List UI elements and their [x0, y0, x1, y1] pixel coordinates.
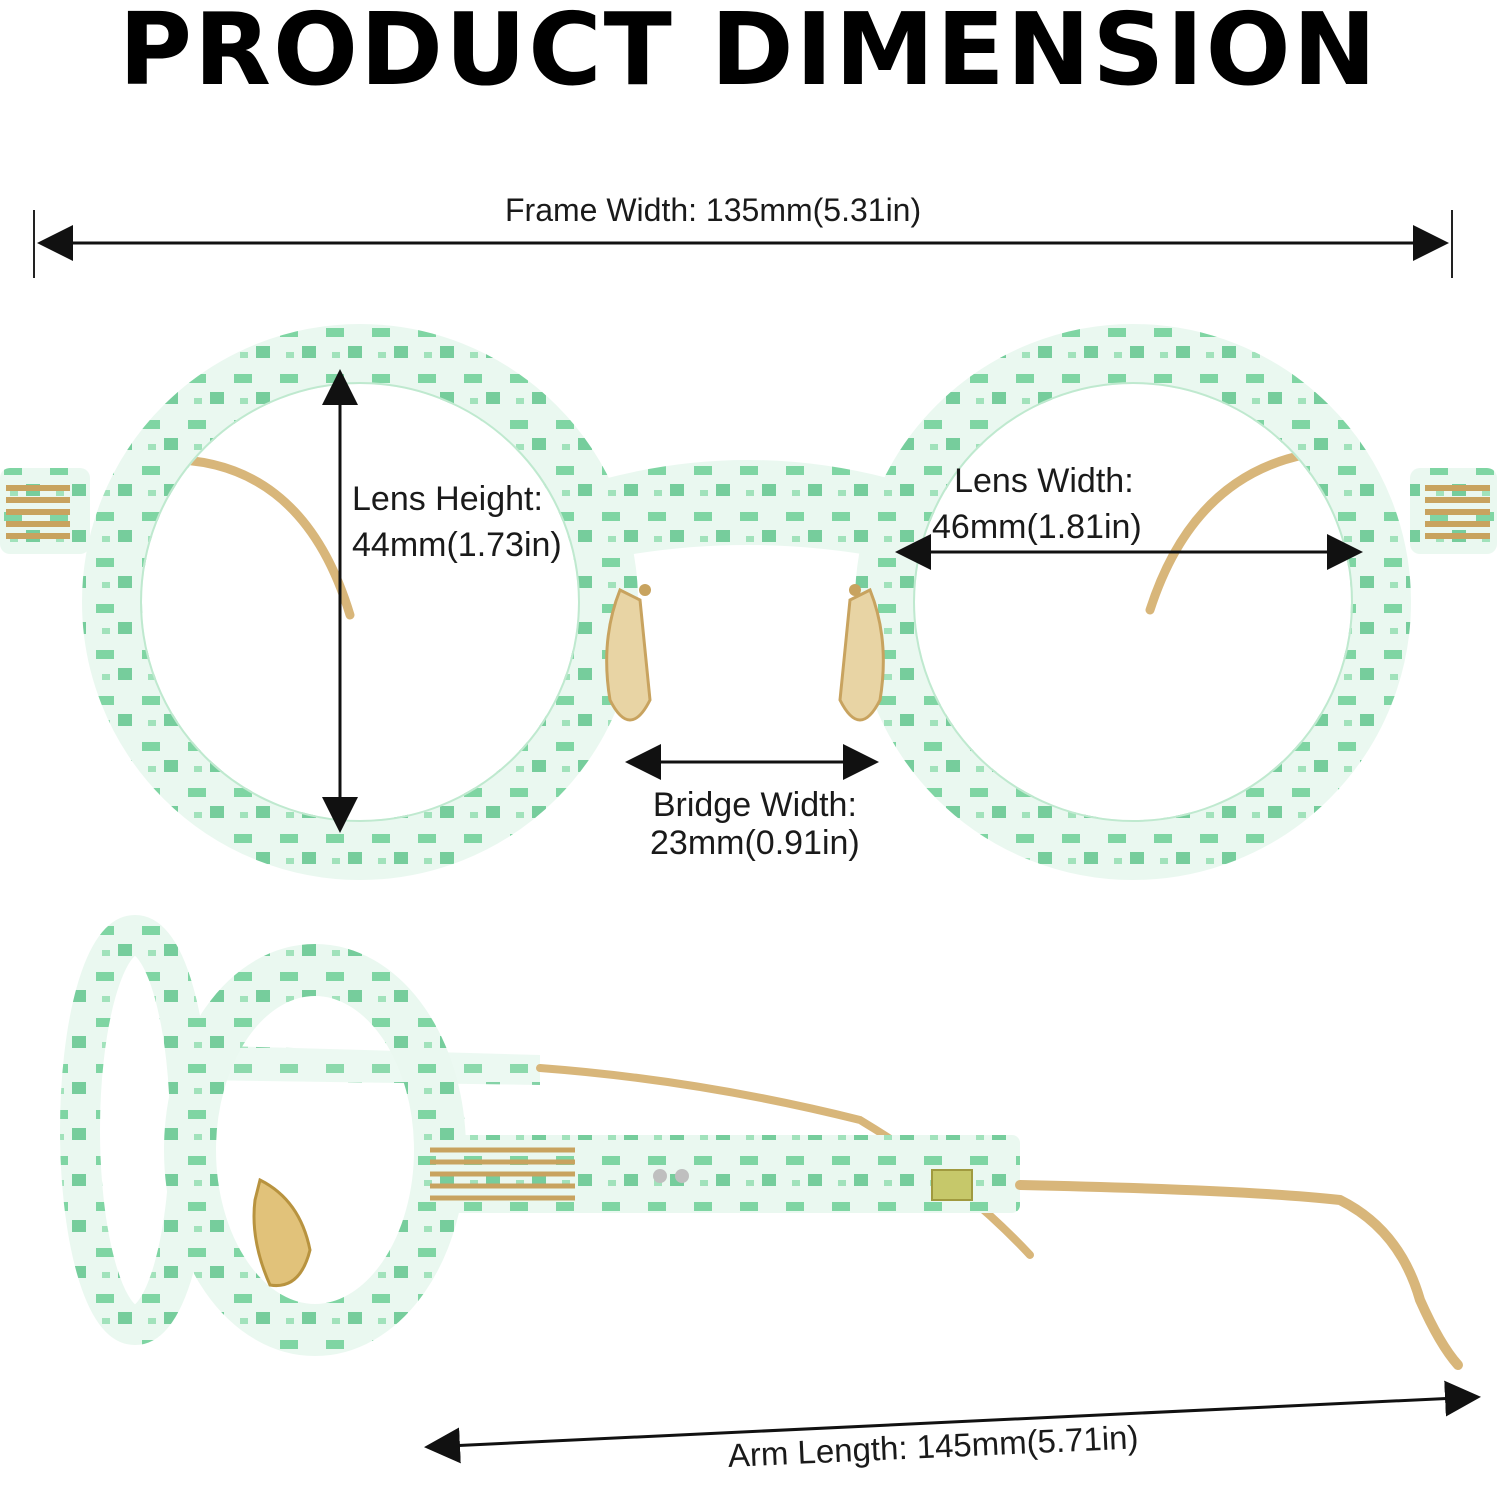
nose-pads [605, 584, 885, 722]
bridge-width-title: Bridge Width: [652, 786, 857, 824]
side-view-glasses [60, 915, 1463, 1370]
arm-length-arrow [424, 1380, 1481, 1464]
lens-height-value: 44mm(1.73in) [352, 526, 562, 564]
lens-height-title: Lens Height: [352, 480, 543, 518]
lens-height-label: Lens Height: 44mm(1.73in) [352, 476, 562, 568]
left-hinge [0, 468, 90, 554]
front-left-rim [82, 324, 638, 880]
lens-width-title: Lens Width: [954, 462, 1134, 500]
front-bridge [600, 460, 895, 560]
bridge-width-value: 23mm(0.91in) [650, 824, 860, 862]
bridge-width-label: Bridge Width: 23mm(0.91in) [650, 786, 860, 862]
frame-width-label: Frame Width: 135mm(5.31in) [505, 192, 922, 228]
right-hinge [1410, 468, 1497, 554]
lens-width-value: 46mm(1.81in) [932, 508, 1142, 546]
frame-width-marker [33, 210, 1453, 278]
front-right-rim [855, 324, 1411, 880]
page-title: PRODUCT DIMENSION [118, 0, 1379, 108]
lens-width-label: Lens Width: 46mm(1.81in) [932, 458, 1142, 550]
